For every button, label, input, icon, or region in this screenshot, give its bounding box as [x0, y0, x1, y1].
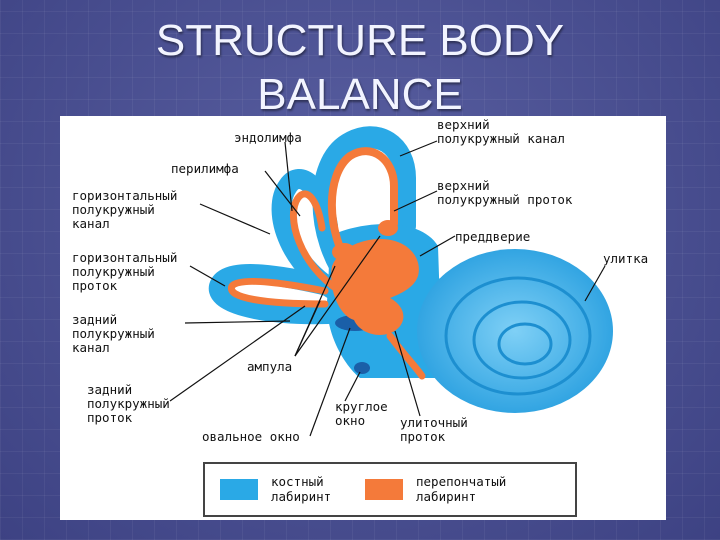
- label-endolymph: эндолимфа: [234, 130, 302, 145]
- label-vestibule: преддверие: [455, 229, 531, 244]
- cochlea-spiral: [444, 276, 592, 396]
- label-horizontal-duct: горизонтальный полукружный проток: [72, 250, 178, 293]
- label-ampulla: ампула: [247, 359, 293, 374]
- legend: костный лабиринт перепончатый лабиринт: [203, 462, 577, 517]
- label-perilymph: перилимфа: [171, 161, 239, 176]
- upper-canal-bony: [312, 126, 416, 292]
- posterior-canal-bony: [271, 169, 355, 306]
- bony-labyrinth: [209, 126, 416, 325]
- title-line-1: STRUCTURE BODY: [155, 16, 565, 65]
- label-upper-duct: верхний полукружный проток: [437, 178, 573, 207]
- legend-label-membranous: перепончатый лабиринт: [416, 474, 507, 504]
- round-window: [354, 362, 370, 374]
- utricle-saccule: [331, 238, 419, 335]
- horizontal-duct: [227, 277, 329, 308]
- slide-title: STRUCTURE BODY BALANCE: [0, 14, 720, 122]
- upper-ampulla: [378, 220, 398, 236]
- label-posterior-duct: задний полукружный проток: [87, 382, 170, 425]
- label-cochlea: улитка: [603, 251, 649, 266]
- leader-lines: [169, 140, 606, 437]
- ampulla-shape: [332, 243, 356, 261]
- label-horizontal-canal: горизонтальный полукружный канал: [72, 188, 178, 231]
- posterior-duct: [289, 190, 344, 295]
- title-line-2: BALANCE: [257, 70, 463, 119]
- label-cochlear-duct: улиточный проток: [400, 415, 468, 444]
- label-oval-window: овальное окно: [202, 429, 300, 444]
- inner-ear-diagram: эндолимфа перилимфа верхний полукружный …: [60, 116, 666, 520]
- legend-swatch-bony: [220, 479, 258, 500]
- cochlear-duct-link: [386, 332, 426, 380]
- upper-duct: [327, 147, 398, 275]
- legend-label-bony: костный лабиринт: [271, 474, 332, 504]
- label-upper-canal: верхний полукружный канал: [437, 117, 565, 146]
- label-posterior-canal: задний полукружный канал: [72, 312, 155, 355]
- membranous-labyrinth: [227, 147, 426, 380]
- legend-swatch-membranous: [365, 479, 403, 500]
- inner-ear-illustration: [169, 126, 613, 437]
- horizontal-canal-bony: [209, 264, 338, 325]
- label-round-window: круглое окно: [335, 399, 388, 428]
